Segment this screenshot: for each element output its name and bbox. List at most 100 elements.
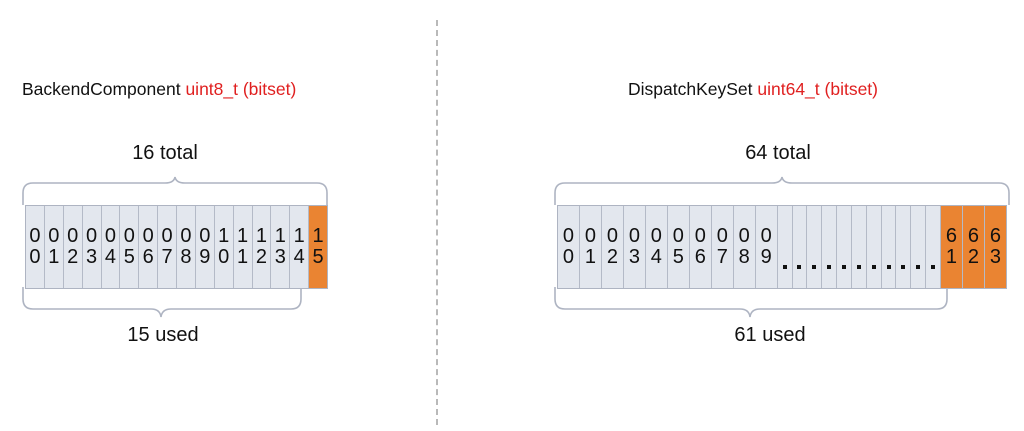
bit-index-ones: 9 — [760, 246, 772, 268]
bit-index-ones: 4 — [650, 246, 662, 268]
bit-index-tens: 0 — [650, 225, 662, 247]
left-used-brace — [22, 287, 302, 318]
ellipsis-dot-icon — [916, 265, 921, 269]
bit-index-ones: 7 — [161, 246, 173, 268]
bit-index-ones: 7 — [716, 246, 728, 268]
bit-index-ones: 3 — [628, 246, 640, 268]
ellipsis-dot-icon — [886, 265, 891, 269]
ellipsis-dot-icon — [782, 265, 787, 269]
bit-index-ones: 0 — [218, 246, 230, 268]
ellipsis-dot-icon — [827, 265, 832, 269]
bit-index-tens: 0 — [738, 225, 750, 247]
bit-cell-ellipsis — [792, 206, 808, 288]
bit-index-tens: 0 — [716, 225, 728, 247]
bit-index-tens: 0 — [67, 225, 79, 247]
bit-cell-ellipsis — [837, 206, 852, 288]
bit-index-ones: 1 — [237, 246, 249, 268]
bit-index-ones: 6 — [142, 246, 154, 268]
ellipsis-dot-icon — [841, 265, 846, 269]
bit-index-ones: 1 — [945, 246, 958, 268]
bit-index-ones: 5 — [123, 246, 135, 268]
bit-index-tens: 0 — [29, 225, 41, 247]
bit-cell-ellipsis — [851, 206, 867, 288]
bit-index-tens: 0 — [760, 225, 772, 247]
bit-index-ones: 1 — [584, 246, 597, 268]
bit-index-tens: 6 — [945, 225, 958, 247]
bit-cell-ellipsis — [926, 206, 941, 288]
ellipsis-dot-icon — [812, 265, 817, 269]
bit-index-ones: 3 — [86, 246, 98, 268]
ellipsis-dot-icon — [871, 265, 876, 269]
bit-index-ones: 4 — [104, 246, 116, 268]
bit-index-ones: 2 — [606, 246, 618, 268]
bit-index-tens: 0 — [142, 225, 154, 247]
right-panel-title: DispatchKeySet uint64_t (bitset) — [628, 79, 878, 99]
bit-index-ones: 8 — [180, 246, 192, 268]
right-total-brace — [554, 176, 1010, 205]
bit-index-tens: 0 — [199, 225, 211, 247]
bit-index-ones: 3 — [989, 246, 1001, 268]
right-title-name: DispatchKeySet — [628, 79, 758, 99]
ellipsis-dot-icon — [797, 265, 802, 269]
bit-index-tens: 0 — [584, 225, 597, 247]
right-used-brace — [554, 287, 948, 318]
bit-index-tens: 0 — [672, 225, 684, 247]
left-panel-title: BackendComponent uint8_t (bitset) — [22, 79, 296, 99]
bit-index-ones: 5 — [672, 246, 684, 268]
bit-cell-ellipsis — [807, 206, 823, 288]
left-total-brace — [22, 176, 328, 205]
left-total-label: 16 total — [132, 142, 198, 164]
bit-index-ones: 1 — [48, 246, 60, 268]
bit-cell-ellipsis — [777, 206, 793, 288]
bit-index-ones: 2 — [67, 246, 79, 268]
bit-index-tens: 1 — [218, 225, 230, 247]
bit-index-ones: 4 — [293, 246, 305, 268]
right-used-label: 61 used — [734, 324, 806, 346]
ellipsis-dot-icon — [931, 265, 936, 269]
bit-index-ones: 2 — [255, 246, 267, 268]
bit-index-tens: 1 — [293, 225, 305, 247]
ellipsis-dot-icon — [901, 265, 906, 269]
bit-cell-ellipsis — [896, 206, 912, 288]
bit-index-tens: 0 — [123, 225, 135, 247]
right-total-label: 64 total — [745, 142, 811, 164]
ellipsis-dot-icon — [856, 265, 861, 269]
bit-index-tens: 6 — [989, 225, 1001, 247]
bit-index-ones: 2 — [967, 246, 979, 268]
bit-index-ones: 5 — [312, 246, 324, 268]
bit-index-tens: 6 — [967, 225, 979, 247]
bit-index-ones: 8 — [738, 246, 750, 268]
panel-divider — [436, 20, 438, 425]
bit-index-tens: 1 — [312, 225, 324, 247]
bit-index-ones: 0 — [562, 246, 575, 268]
bit-cell-ellipsis — [911, 206, 927, 288]
bit-index-ones: 0 — [29, 246, 41, 268]
left-title-name: BackendComponent — [22, 79, 186, 99]
